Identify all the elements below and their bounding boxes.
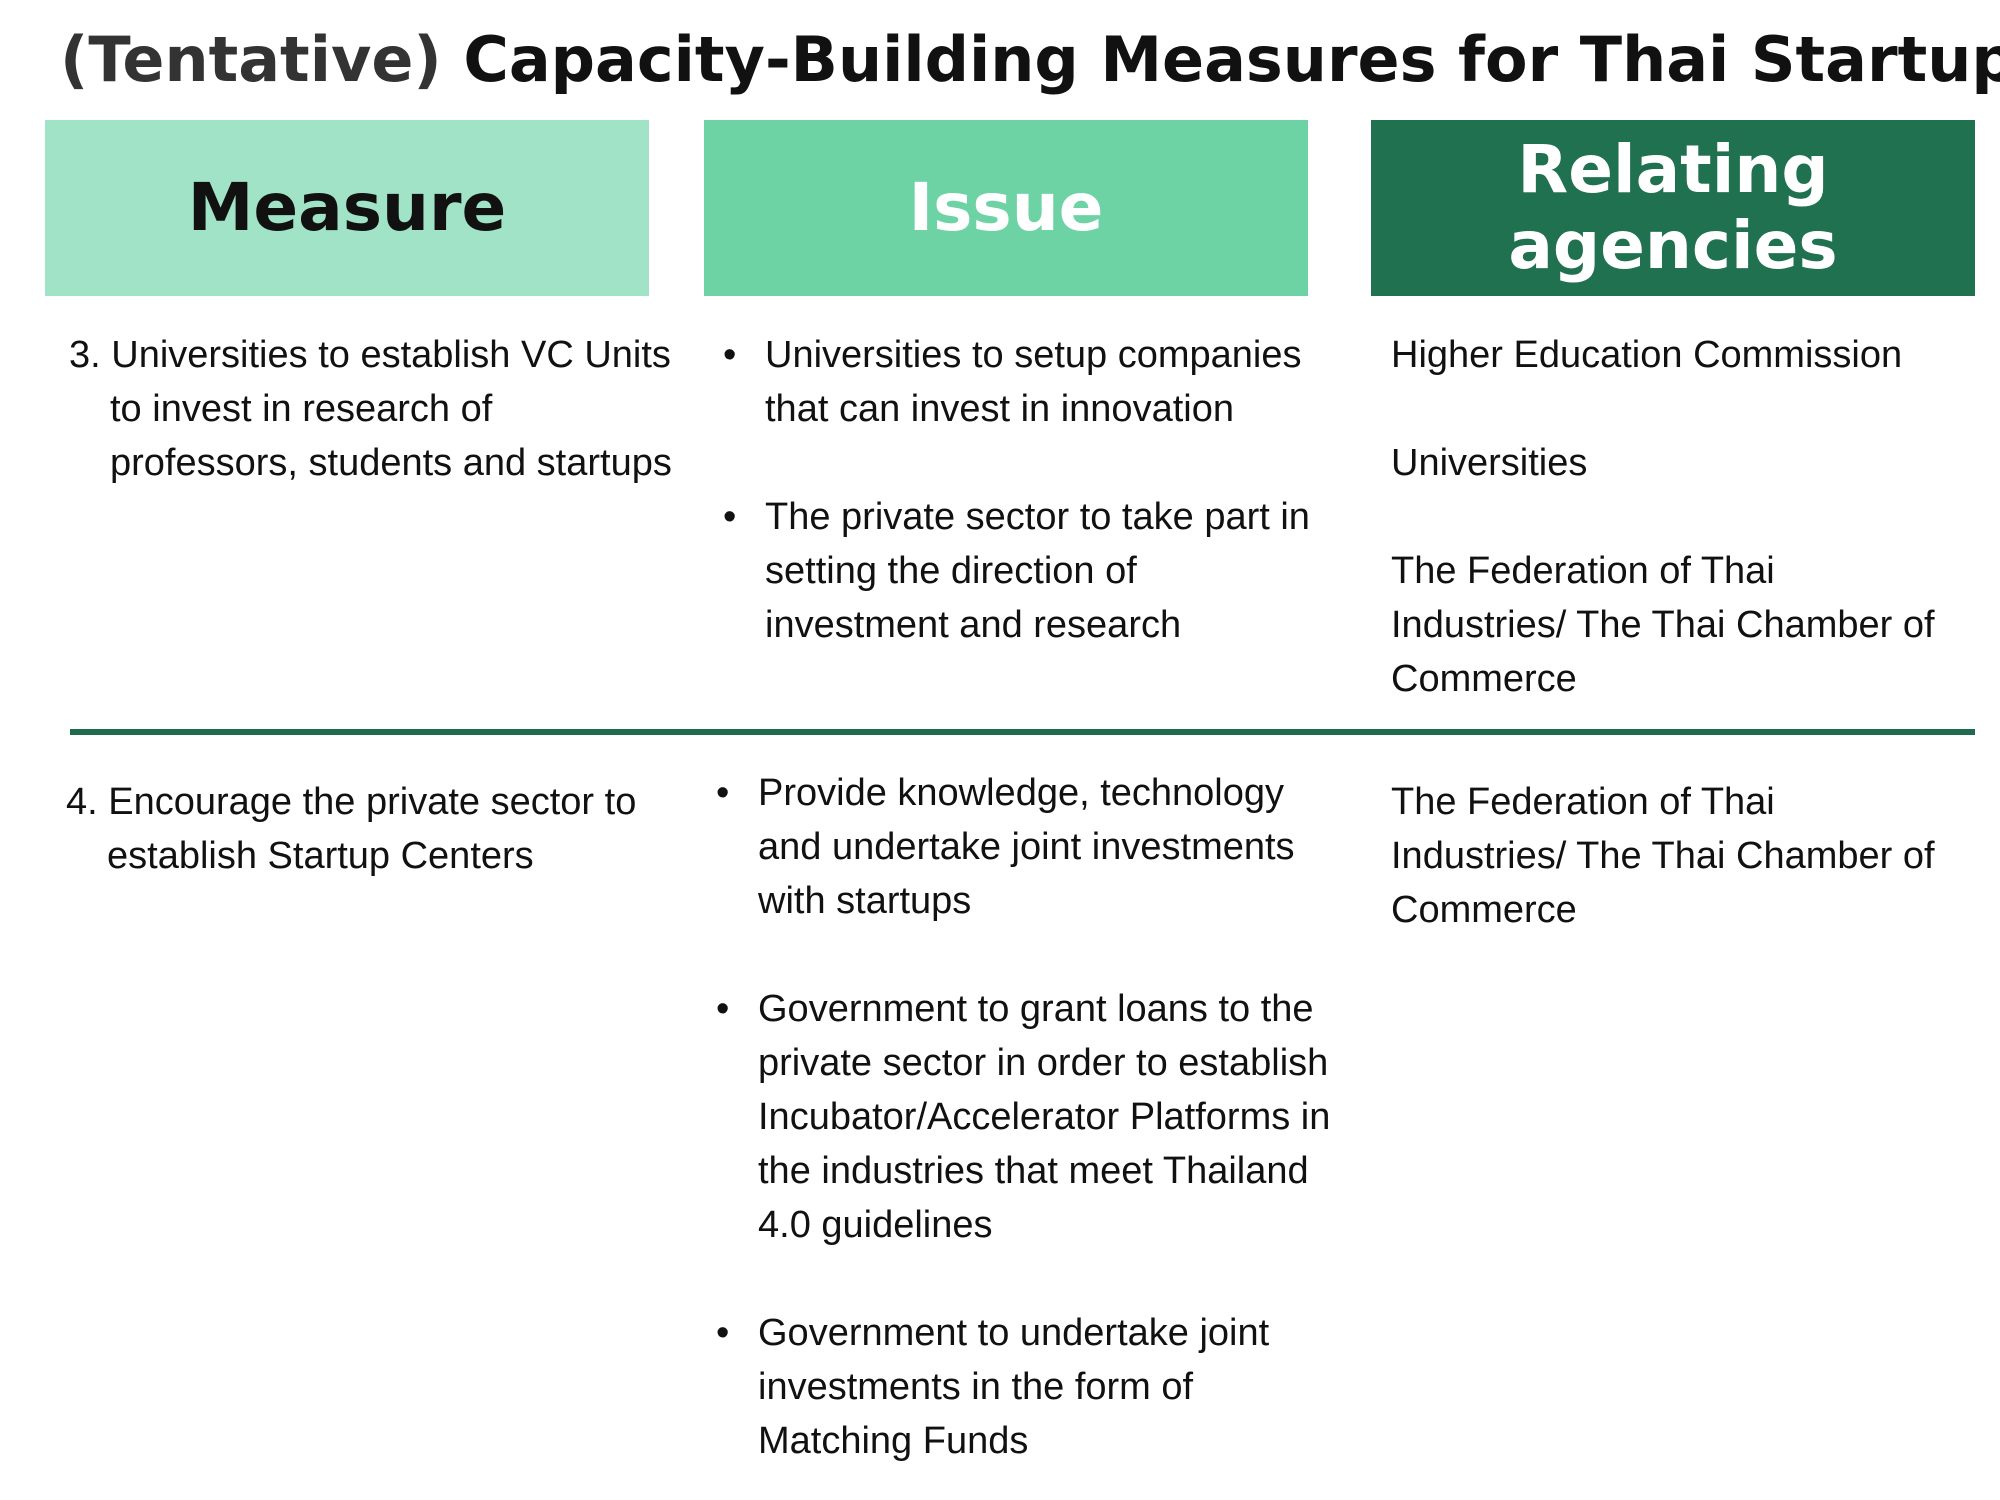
- row-3-measure-text: 3. Universities to establish VC Units to…: [69, 334, 672, 484]
- issue-bullet: Universities to setup companies that can…: [723, 328, 1313, 436]
- agency-item: The Federation of Thai Industries/ The T…: [1391, 550, 1935, 700]
- issue-bullet: The private sector to take part in setti…: [723, 490, 1313, 652]
- issue-bullet: Provide knowledge, technology and undert…: [716, 766, 1341, 928]
- measure-column-header: Measure: [45, 120, 649, 296]
- page-title: (Tentative) Capacity-Building Measures f…: [60, 20, 2000, 100]
- agencies-header-label: Relating agencies: [1508, 131, 1838, 284]
- agency-item: Higher Education Commission: [1391, 334, 1903, 376]
- row-divider: [70, 729, 1975, 735]
- row-3-issues: Universities to setup companies that can…: [723, 328, 1313, 652]
- issue-bullet: Government to undertake joint investment…: [716, 1306, 1341, 1468]
- row-3-measure: 3. Universities to establish VC Units to…: [69, 328, 690, 490]
- row-4-issues: Provide knowledge, technology and undert…: [716, 766, 1341, 1468]
- row-4-measure-text: 4. Encourage the private sector to estab…: [66, 781, 637, 877]
- agencies-column-header: Relating agencies: [1371, 120, 1975, 296]
- agency-item: The Federation of Thai Industries/ The T…: [1391, 781, 1935, 931]
- row-4-agencies: The Federation of Thai Industries/ The T…: [1391, 775, 1951, 937]
- measure-header-label: Measure: [187, 169, 507, 246]
- agency-item: Universities: [1391, 442, 1588, 484]
- row-4-measure: 4. Encourage the private sector to estab…: [66, 775, 667, 883]
- issue-header-label: Issue: [908, 169, 1104, 246]
- title-prefix: (Tentative): [60, 23, 442, 96]
- row-3-agencies: Higher Education Commission Universities…: [1391, 328, 1981, 706]
- issue-column-header: Issue: [704, 120, 1308, 296]
- title-main: Capacity-Building Measures for Thai Star…: [441, 23, 2000, 96]
- issue-bullet: Government to grant loans to the private…: [716, 982, 1341, 1252]
